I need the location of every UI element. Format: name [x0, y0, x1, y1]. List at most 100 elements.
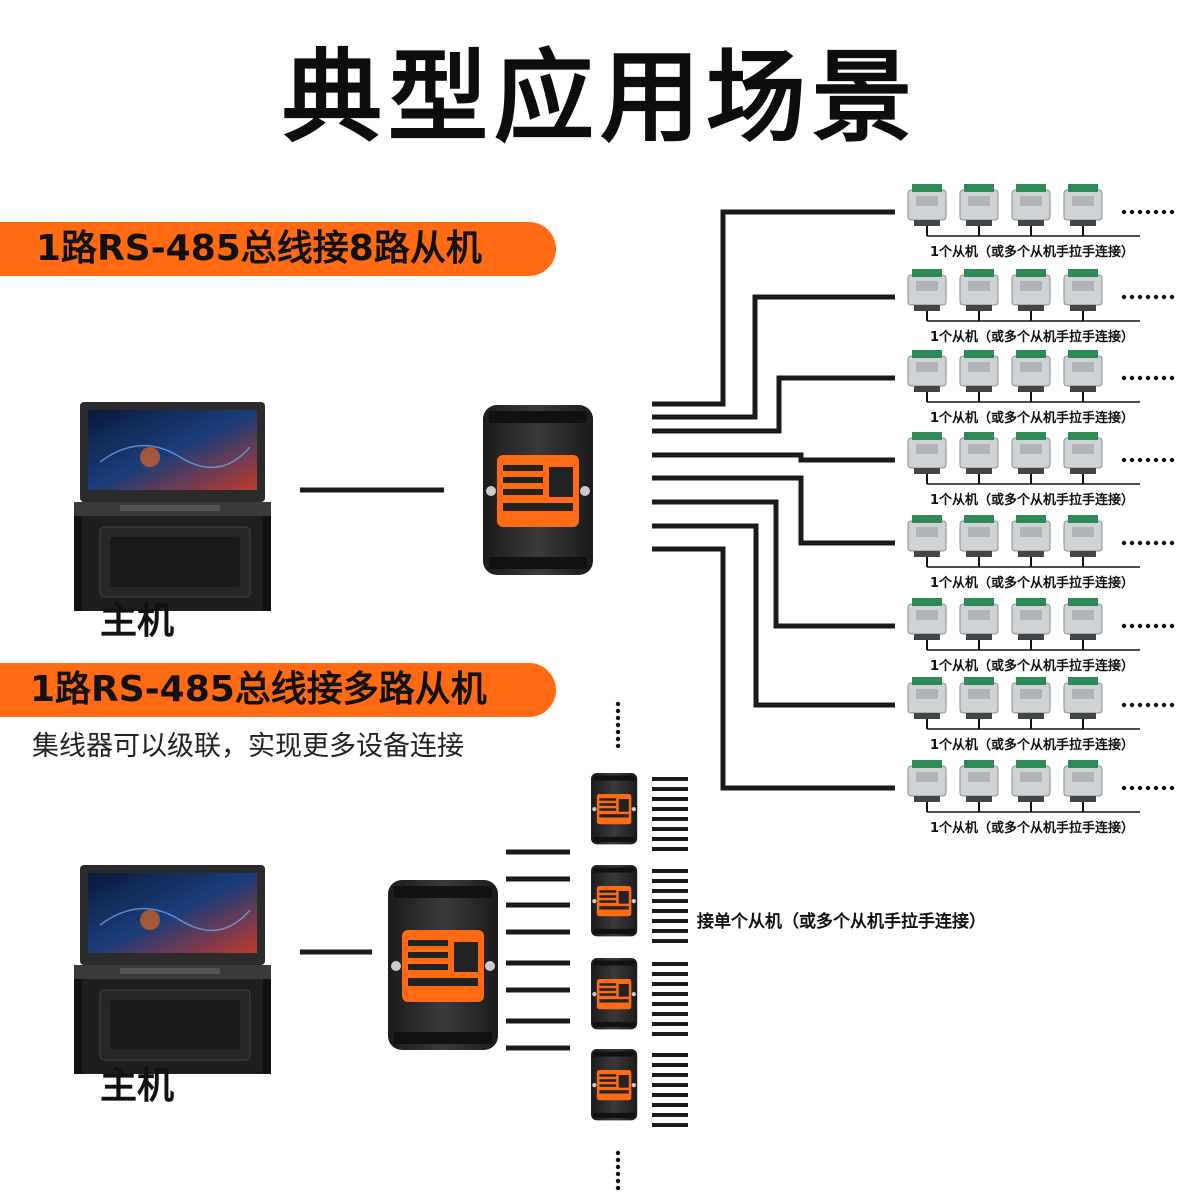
more-slaves-dots: [1121, 294, 1127, 300]
slave-module: [1011, 431, 1051, 485]
slave-module: [1011, 597, 1051, 651]
slave-caption: 1个从机（或多个从机手拉手连接）: [930, 821, 1135, 836]
more-slaves-dots: [1121, 375, 1127, 381]
more-slaves-dots: [1137, 294, 1143, 300]
slave-module: [907, 183, 947, 237]
more-slaves-dots: [1129, 702, 1135, 708]
scenario2-banner: 1路RS-485总线接多路从机: [0, 663, 556, 717]
slave-module: [1011, 349, 1051, 403]
more-slaves-dots: [1153, 785, 1159, 791]
slave-module: [959, 759, 999, 813]
more-slaves-dots: [1129, 375, 1135, 381]
slave-caption: 1个从机（或多个从机手拉手连接）: [930, 245, 1135, 260]
cascade-dots-top: [615, 701, 621, 707]
laptop-host-1: [73, 401, 272, 612]
cascade-dots-top: [615, 743, 621, 749]
more-slaves-dots: [1137, 702, 1143, 708]
cascade-dots-top: [615, 729, 621, 735]
more-slaves-dots: [1153, 623, 1159, 629]
more-slaves-dots: [1137, 623, 1143, 629]
more-slaves-dots: [1161, 375, 1167, 381]
laptop-host-2: [73, 864, 272, 1075]
bus-line-3: [652, 375, 895, 434]
more-slaves-dots: [1153, 702, 1159, 708]
more-slaves-dots: [1121, 785, 1127, 791]
slave-module: [1063, 597, 1103, 651]
slave-module: [907, 597, 947, 651]
more-slaves-dots: [1169, 457, 1175, 463]
slave-module: [1063, 268, 1103, 322]
cascade-dots-top: [615, 708, 621, 714]
slave-caption: 1个从机（或多个从机手拉手连接）: [930, 330, 1135, 345]
bus-line-2: [652, 294, 895, 420]
more-slaves-dots: [1169, 540, 1175, 546]
more-slaves-dots: [1161, 623, 1167, 629]
slave-module: [1011, 183, 1051, 237]
more-slaves-dots: [1129, 457, 1135, 463]
more-slaves-dots: [1121, 209, 1127, 215]
slave-module: [959, 676, 999, 730]
cascade-hub-2: [591, 865, 638, 937]
slave-module: [1063, 349, 1103, 403]
slave-module: [959, 183, 999, 237]
slave-module: [1063, 759, 1103, 813]
more-slaves-dots: [1145, 540, 1151, 546]
more-slaves-dots: [1153, 294, 1159, 300]
slave-module: [1011, 759, 1051, 813]
more-slaves-dots: [1129, 209, 1135, 215]
slave-module: [1011, 268, 1051, 322]
more-slaves-dots: [1169, 623, 1175, 629]
cascade-dots-top: [615, 736, 621, 742]
more-slaves-dots: [1129, 785, 1135, 791]
scenario2-subtitle: 集线器可以级联，实现更多设备连接: [32, 731, 464, 762]
slave-module: [959, 514, 999, 568]
host-label-scenario1: 主机: [100, 599, 174, 642]
more-slaves-dots: [1145, 785, 1151, 791]
slave-module: [1011, 676, 1051, 730]
page-title: 典型应用场景: [282, 39, 918, 156]
rs485-hub-1: [483, 405, 593, 575]
cascade-dots-bottom: [615, 1164, 621, 1170]
cascade-dots-bottom: [615, 1178, 621, 1184]
slave-module: [907, 431, 947, 485]
chain-caption: 接单个从机（或多个从机手拉手连接）: [697, 912, 986, 932]
more-slaves-dots: [1153, 375, 1159, 381]
slave-module: [1063, 514, 1103, 568]
slave-module: [1011, 514, 1051, 568]
more-slaves-dots: [1145, 457, 1151, 463]
more-slaves-dots: [1153, 457, 1159, 463]
more-slaves-dots: [1145, 702, 1151, 708]
bus-line-7: [652, 523, 895, 708]
more-slaves-dots: [1129, 623, 1135, 629]
slave-module: [907, 514, 947, 568]
more-slaves-dots: [1169, 375, 1175, 381]
slave-caption: 1个从机（或多个从机手拉手连接）: [930, 411, 1135, 426]
slave-caption: 1个从机（或多个从机手拉手连接）: [930, 576, 1135, 591]
more-slaves-dots: [1161, 294, 1167, 300]
more-slaves-dots: [1169, 209, 1175, 215]
bus-line-6: [652, 499, 895, 629]
host-label-scenario2: 主机: [100, 1064, 174, 1107]
slave-module: [907, 349, 947, 403]
more-slaves-dots: [1121, 623, 1127, 629]
slave-caption: 1个从机（或多个从机手拉手连接）: [930, 738, 1135, 753]
more-slaves-dots: [1153, 209, 1159, 215]
scenario1-banner: 1路RS-485总线接8路从机: [0, 222, 556, 276]
cascade-hub-4: [591, 1049, 638, 1121]
cascade-dots-bottom: [615, 1185, 621, 1191]
slave-module: [907, 676, 947, 730]
slave-module: [959, 431, 999, 485]
more-slaves-dots: [1145, 623, 1151, 629]
cascade-dots-bottom: [615, 1157, 621, 1163]
slave-caption: 1个从机（或多个从机手拉手连接）: [930, 659, 1135, 674]
cascade-hub-3: [591, 958, 638, 1030]
more-slaves-dots: [1169, 294, 1175, 300]
more-slaves-dots: [1153, 540, 1159, 546]
more-slaves-dots: [1161, 785, 1167, 791]
more-slaves-dots: [1121, 702, 1127, 708]
slave-module: [959, 268, 999, 322]
more-slaves-dots: [1137, 375, 1143, 381]
more-slaves-dots: [1145, 294, 1151, 300]
bus-line-1: [652, 209, 895, 407]
